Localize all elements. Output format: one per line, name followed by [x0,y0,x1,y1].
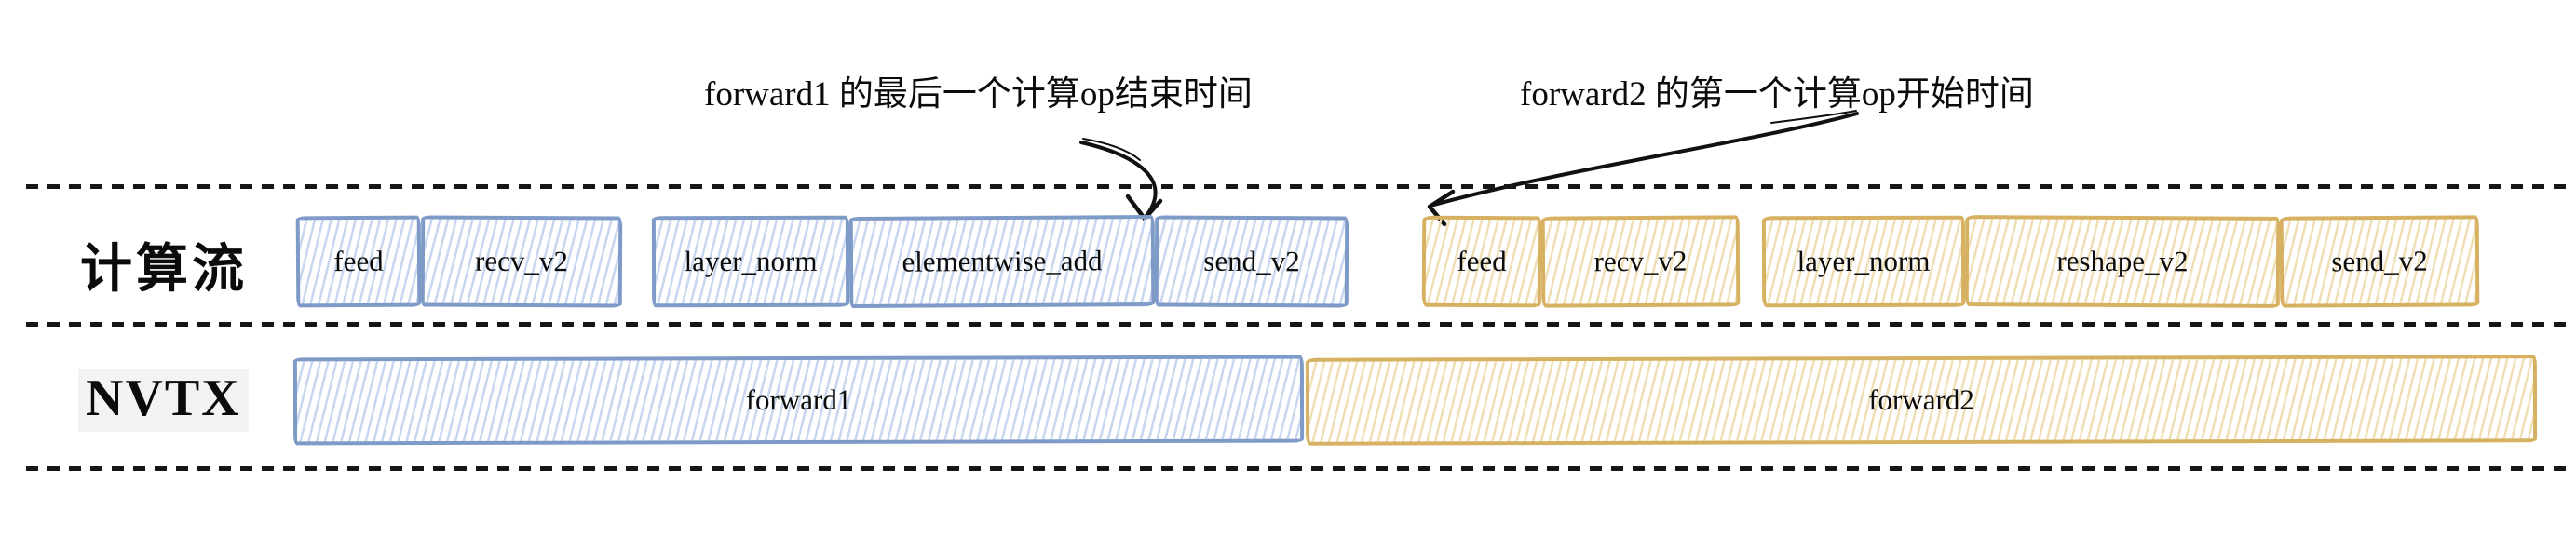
op-label: reshape_v2 [2056,244,2189,278]
op-box-elementwise-add-forward1: elementwise_add [848,214,1156,309]
op-label: send_v2 [2331,244,2428,278]
op-box-layer-norm-forward2: layer_norm [1761,215,1966,308]
dashed-divider-bottom [26,466,2570,471]
op-box-feed-forward2: feed [1421,215,1542,308]
arrow-to-forward1-end-tail-stroke [1082,138,1141,161]
op-label: elementwise_add [902,244,1103,278]
op-box-feed-forward1: feed [295,215,422,308]
range-label: forward1 [745,382,852,417]
nvtx-range-forward2: forward2 [1305,355,2538,446]
nvtx-range-forward1: forward1 [292,355,1305,446]
annotation-forward2-start-time: forward2 的第一个计算op开始时间 [1520,75,2034,114]
op-box-recv-v2-forward2: recv_v2 [1540,215,1741,308]
op-label: feed [1457,244,1507,278]
arrow-to-forward2-start-icon [1432,112,1859,207]
op-box-send-v2-forward2: send_v2 [2279,215,2480,308]
op-label: send_v2 [1203,244,1300,278]
annotation-forward1-end-time: forward1 的最后一个计算op结束时间 [704,75,1253,114]
op-label: recv_v2 [474,244,569,278]
row-label-nvtx: NVTX [78,368,249,432]
dashed-divider-middle [26,322,2570,327]
op-box-layer-norm-forward1: layer_norm [651,215,850,308]
range-label: forward2 [1868,382,1974,417]
row-label-compute-stream: 计算流 [80,239,248,298]
op-box-send-v2-forward1: send_v2 [1154,215,1349,308]
op-box-reshape-v2-forward2: reshape_v2 [1964,215,2281,308]
dashed-divider-top [26,184,2570,189]
op-box-recv-v2-forward1: recv_v2 [420,215,623,308]
op-label: layer_norm [1796,244,1931,278]
op-label: feed [333,244,384,278]
op-label: layer_norm [684,244,818,278]
op-label: recv_v2 [1593,244,1688,278]
arrow-to-forward1-end-icon [1079,141,1158,219]
